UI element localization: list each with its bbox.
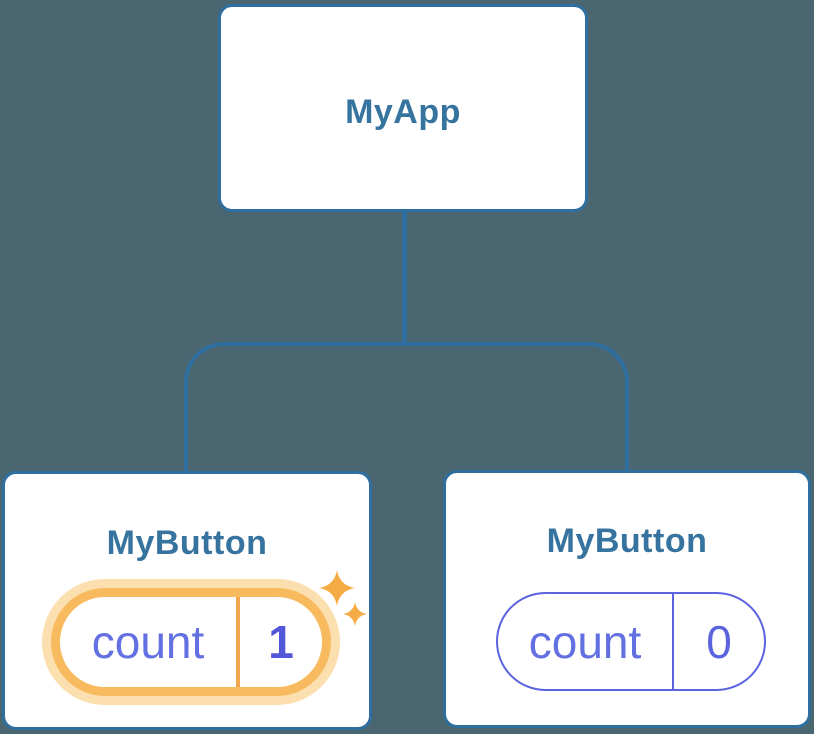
state-pill-highlighted: count 1 (51, 588, 331, 696)
state-value: 0 (672, 594, 764, 689)
component-label: MyButton (546, 522, 708, 560)
component-node-mybutton-1: MyButton count 1 (2, 471, 372, 730)
component-label: MyApp (345, 93, 461, 131)
connector-stem (402, 208, 407, 346)
sparkle-icon-large (319, 570, 355, 606)
state-value: 1 (236, 597, 322, 687)
sparkle-icon-small (343, 602, 367, 626)
state-pill: count 0 (496, 592, 766, 691)
component-node-mybutton-2: MyButton count 0 (443, 470, 811, 728)
component-node-myapp: MyApp (218, 4, 588, 212)
component-label: MyButton (106, 524, 268, 562)
state-key: count (528, 615, 642, 668)
connector-bracket (184, 342, 629, 472)
state-key: count (91, 616, 205, 668)
